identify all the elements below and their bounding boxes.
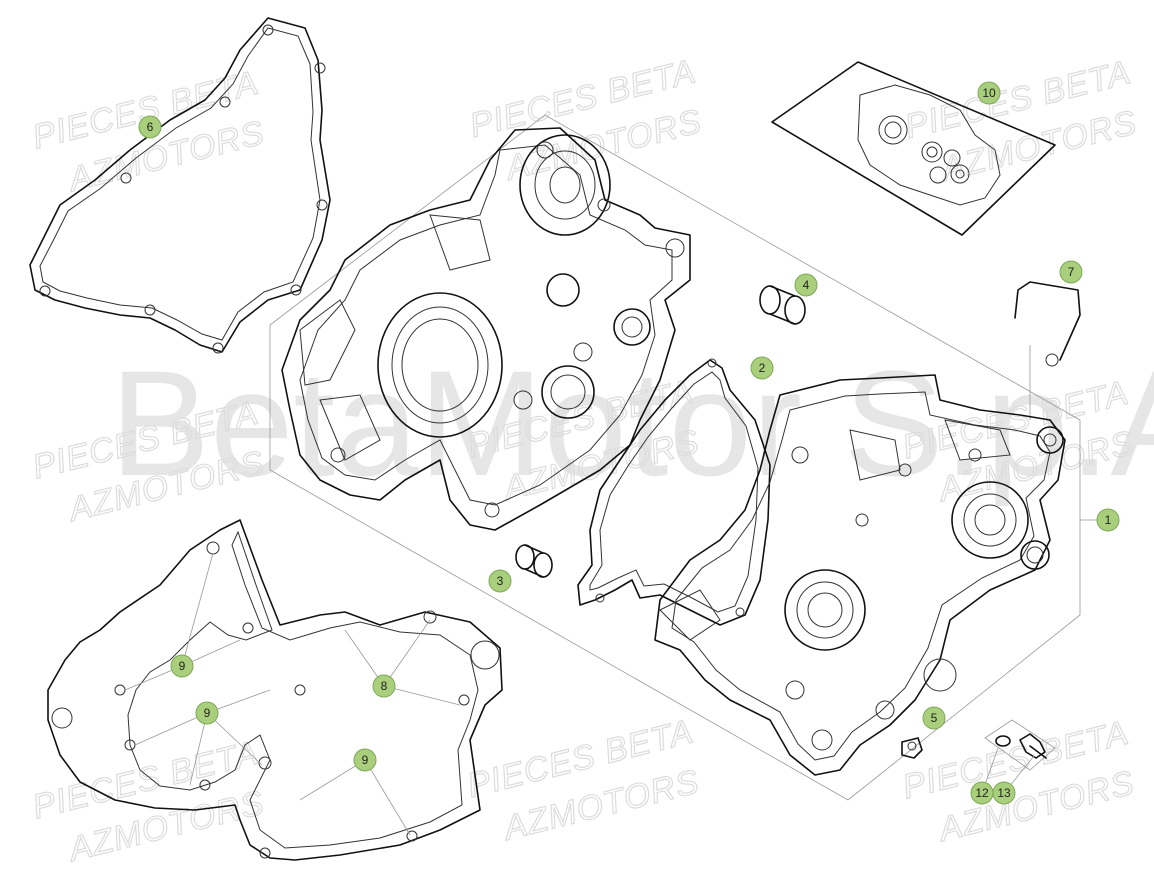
callout-9c-label: 9 [362, 753, 369, 767]
callout-13-label: 13 [997, 786, 1011, 800]
callout-5: 5 [922, 706, 946, 730]
callout-1-label: 1 [1105, 513, 1112, 527]
callout-10-label: 10 [982, 86, 996, 100]
part-12-13-washer-bolt [984, 719, 1056, 771]
guide-lines [269, 114, 1100, 801]
part-1-right-crankcase-half [654, 374, 1066, 776]
callout-2: 2 [750, 356, 774, 380]
callout-7-label: 7 [1068, 265, 1075, 279]
left-crankcase-half [281, 127, 691, 531]
part-10-gasket-kit [771, 61, 1056, 236]
callout-9b: 9 [195, 701, 219, 725]
part-8-9-gasket-set [47, 519, 503, 861]
callout-12-label: 12 [975, 786, 989, 800]
part-3-bushing [515, 544, 553, 578]
callout-7: 7 [1059, 260, 1083, 284]
callout-8-label: 8 [381, 679, 388, 693]
callout-13: 13 [992, 781, 1016, 805]
callout-4: 4 [794, 273, 818, 297]
callout-1: 1 [1096, 508, 1120, 532]
callout-6-label: 6 [147, 120, 154, 134]
part-5-plug [901, 737, 923, 759]
brand-watermark: BetaMotor S.p.A. [110, 339, 1154, 507]
callout-6: 6 [138, 115, 162, 139]
part-7-clip [1014, 281, 1081, 367]
watermark-group: PIECES BETA AZMOTORS PIECES BETA AZMOTOR… [28, 52, 1141, 871]
callout-2-label: 2 [759, 361, 766, 375]
callout-12: 12 [970, 781, 994, 805]
callout-4-label: 4 [803, 278, 810, 292]
part-4-bushing [759, 285, 806, 325]
callout-10: 10 [977, 81, 1001, 105]
callout-9a-label: 9 [179, 659, 186, 673]
part-2-crankcase-gasket [577, 358, 771, 626]
callout-8: 8 [372, 674, 396, 698]
callout-9b-label: 9 [204, 706, 211, 720]
callout-3-label: 3 [497, 574, 504, 588]
callout-9c: 9 [353, 748, 377, 772]
callout-3: 3 [488, 569, 512, 593]
callout-9a: 9 [170, 654, 194, 678]
callout-5-label: 5 [931, 711, 938, 725]
